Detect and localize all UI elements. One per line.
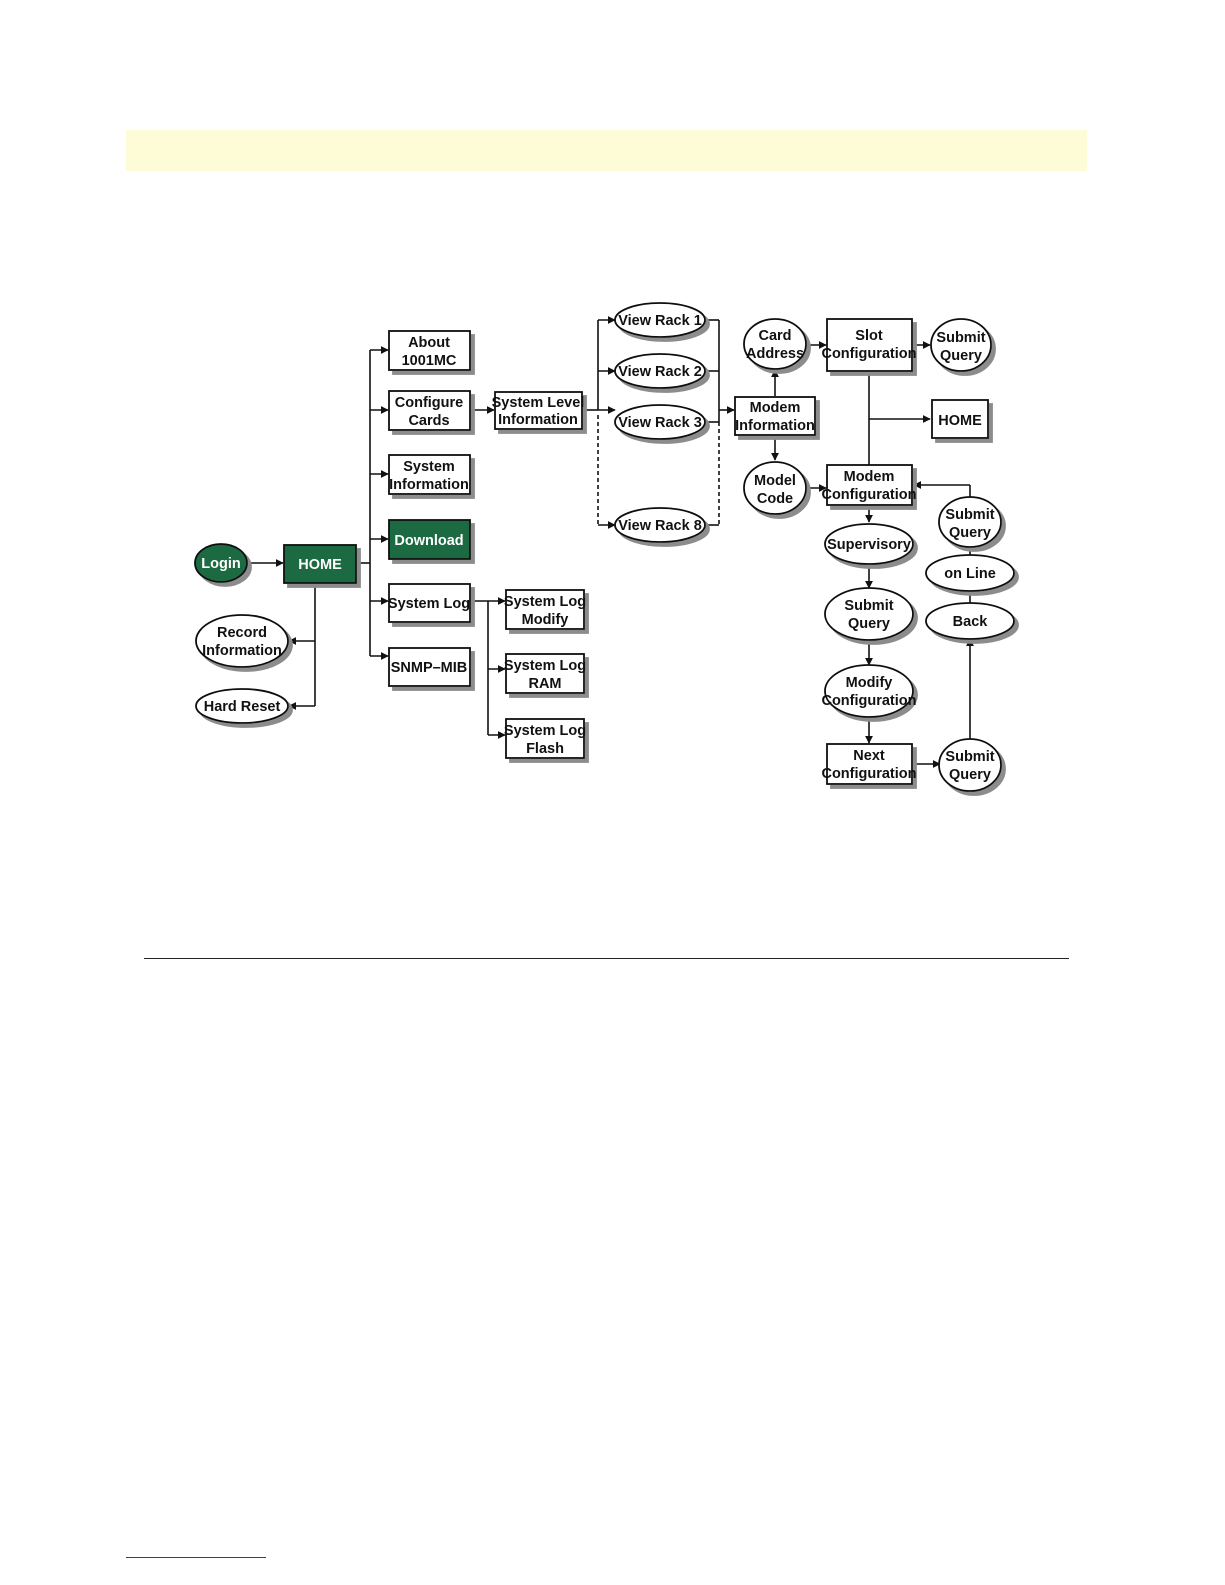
submit-query-next-label-2: Query: [949, 767, 991, 783]
home-right-node: HOME: [931, 399, 989, 439]
supervisory-label: Supervisory: [827, 537, 911, 553]
view-rack-8-label: View Rack 8: [618, 518, 702, 534]
submit-query-sup-label-1: Submit: [844, 598, 893, 614]
hard-reset-node: Hard Reset: [195, 688, 289, 724]
syslog-flash-label-2: Flash: [526, 741, 564, 757]
submit-query-online-node: Submit Query: [938, 496, 1002, 548]
submit-query-next-node: Submit Query: [938, 738, 1002, 792]
login-node: Login: [194, 543, 248, 583]
system-log-flash-node: System Log Flash: [504, 718, 586, 759]
modify-configuration-label-1: Modify: [846, 675, 893, 691]
back-node: Back: [925, 602, 1015, 640]
on-line-node: on Line: [925, 554, 1015, 592]
card-address-label-1: Card: [758, 328, 791, 344]
on-line-label: on Line: [944, 566, 996, 582]
system-level-label-2: Information: [498, 412, 578, 428]
next-configuration-label-2: Configuration: [821, 766, 916, 782]
syslog-flash-label-1: System Log: [504, 723, 586, 739]
modem-information-label-1: Modem: [750, 400, 801, 416]
about-1001mc-node: About 1001MC: [388, 330, 471, 371]
hard-reset-label: Hard Reset: [204, 699, 281, 715]
submit-query-online-label-2: Query: [949, 525, 991, 541]
system-log-modify-node: System Log Modify: [504, 589, 586, 630]
supervisory-node: Supervisory: [824, 523, 914, 565]
slot-configuration-label-1: Slot: [855, 328, 883, 344]
system-information-label-1: System: [403, 459, 455, 475]
view-rack-8-node: View Rack 8: [614, 507, 706, 543]
modify-configuration-label-2: Configuration: [821, 693, 916, 709]
system-information-label-2: Information: [389, 477, 469, 493]
submit-query-online-label-1: Submit: [945, 507, 994, 523]
modem-information-node: Modem Information: [734, 396, 816, 436]
model-code-label-1: Model: [754, 473, 796, 489]
view-rack-2-node: View Rack 2: [614, 353, 706, 389]
download-node: Download: [388, 519, 471, 560]
header-banner: [126, 130, 1087, 171]
system-information-node: System Information: [388, 454, 471, 495]
system-log-ram-node: System Log RAM: [504, 653, 586, 694]
configure-cards-label-2: Cards: [408, 413, 449, 429]
record-label-2: Information: [202, 643, 282, 659]
syslog-ram-label-1: System Log: [504, 658, 586, 674]
view-rack-1-label: View Rack 1: [618, 313, 702, 329]
back-label: Back: [953, 614, 989, 630]
view-rack-3-node: View Rack 3: [614, 404, 706, 440]
home-node: HOME: [283, 544, 357, 584]
syslog-ram-label-2: RAM: [528, 676, 561, 692]
record-information-node: Record Information: [195, 614, 289, 668]
modem-configuration-node: Modem Configuration: [821, 464, 917, 506]
submit-query-slot-label-2: Query: [940, 348, 982, 364]
home-right-label: HOME: [938, 413, 982, 429]
syslog-modify-label-2: Modify: [522, 612, 569, 628]
configure-cards-label-1: Configure: [395, 395, 463, 411]
modem-configuration-label-1: Modem: [844, 469, 895, 485]
submit-query-next-label-1: Submit: [945, 749, 994, 765]
submit-query-slot-label-1: Submit: [936, 330, 985, 346]
connectors: [248, 316, 974, 768]
modify-configuration-node: Modify Configuration: [821, 664, 917, 718]
submit-query-sup-node: Submit Query: [824, 587, 914, 641]
snmp-mib-node: SNMP–MIB: [388, 647, 471, 687]
footnote-rule: [126, 1557, 266, 1558]
about-label-2: 1001MC: [402, 353, 457, 369]
system-log-node: System Log: [388, 583, 471, 623]
configure-cards-node: Configure Cards: [388, 390, 471, 431]
view-rack-3-label: View Rack 3: [618, 415, 702, 431]
system-level-information-node: System Level Information: [492, 391, 585, 430]
next-configuration-node: Next Configuration: [821, 743, 917, 785]
modem-information-label-2: Information: [735, 418, 815, 434]
slot-configuration-node: Slot Configuration: [821, 318, 917, 372]
about-label-1: About: [408, 335, 450, 351]
syslog-modify-label-1: System Log: [504, 594, 586, 610]
model-code-node: Model Code: [743, 461, 807, 515]
card-address-label-2: Address: [746, 346, 804, 362]
submit-query-slot-node: Submit Query: [930, 318, 992, 372]
nodes: Login HOME Record Information Hard Reset…: [194, 302, 1015, 792]
modem-configuration-label-2: Configuration: [821, 487, 916, 503]
system-log-label: System Log: [388, 596, 470, 612]
slot-configuration-label-2: Configuration: [821, 346, 916, 362]
snmp-mib-label: SNMP–MIB: [391, 660, 468, 676]
card-address-node: Card Address: [743, 318, 807, 370]
record-label-1: Record: [217, 625, 267, 641]
next-configuration-label-1: Next: [853, 748, 885, 764]
home-label: HOME: [298, 557, 342, 573]
login-label: Login: [201, 556, 240, 572]
system-level-label-1: System Level: [492, 395, 585, 411]
submit-query-sup-label-2: Query: [848, 616, 890, 632]
view-rack-2-label: View Rack 2: [618, 364, 702, 380]
model-code-label-2: Code: [757, 491, 793, 507]
view-rack-1-node: View Rack 1: [614, 302, 706, 338]
download-label: Download: [394, 533, 463, 549]
horizontal-rule: [144, 958, 1069, 959]
